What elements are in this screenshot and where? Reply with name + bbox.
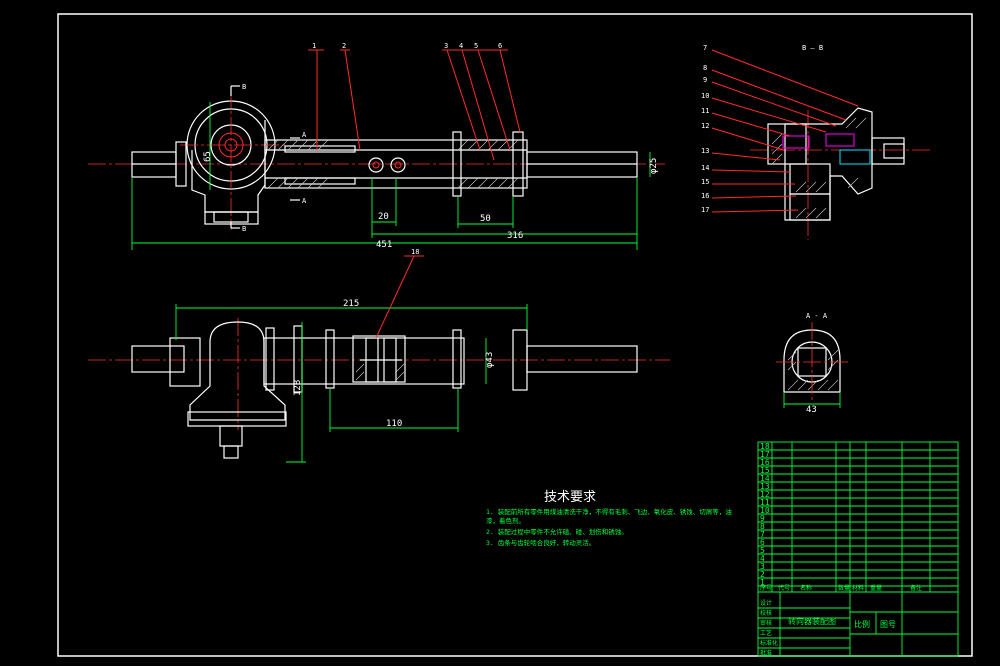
parts-row-number: 1 bbox=[760, 578, 765, 587]
section-aa-label: A - A bbox=[806, 312, 828, 320]
callout-14: 14 bbox=[701, 164, 709, 172]
parts-header-cell: 代号 bbox=[778, 584, 790, 592]
parts-header-cell: 备注 bbox=[910, 584, 922, 592]
signature-row-label: 批准 bbox=[760, 649, 772, 657]
callout-1: 1 bbox=[312, 42, 316, 50]
parts-row-number: 4 bbox=[760, 554, 765, 563]
dim-50: 50 bbox=[480, 214, 491, 224]
parts-row-number: 11 bbox=[760, 498, 770, 507]
signature-row-label: 工艺 bbox=[760, 629, 772, 637]
tech-line-3: 2. 装配过程中零件不允许磕、碰、划伤和锈蚀。 bbox=[486, 527, 628, 536]
parts-row-number: 13 bbox=[760, 482, 770, 491]
parts-header-cell: 数量 bbox=[838, 584, 850, 592]
parts-row-number: 2 bbox=[760, 570, 765, 579]
callout-6: 6 bbox=[498, 42, 502, 50]
dim-43-aa: 43 bbox=[806, 405, 817, 415]
tech-line-2: 漆，着色剂。 bbox=[486, 516, 525, 525]
plan-view: 215 110 128 φ43 18 bbox=[88, 248, 670, 463]
section-mark-a-bottom: A bbox=[302, 197, 307, 205]
tech-line-4: 3. 齿条与齿轮啮合良好，转动灵活。 bbox=[486, 538, 595, 547]
dim-316: 316 bbox=[507, 231, 523, 241]
callout-15: 15 bbox=[701, 178, 709, 186]
dim-20: 20 bbox=[378, 212, 389, 222]
dim-phi25: φ25 bbox=[649, 158, 659, 174]
callout-12: 12 bbox=[701, 122, 709, 130]
parts-row-number: 7 bbox=[760, 530, 765, 539]
dim-451: 451 bbox=[376, 240, 392, 250]
tech-line-1: 1. 装配前所有零件用煤油清洗干净，不得有毛刺、飞边、氧化皮、锈蚀、切屑等，油 bbox=[486, 507, 732, 516]
parts-row-number: 18 bbox=[760, 442, 770, 451]
parts-row-number: 17 bbox=[760, 450, 770, 459]
callout-3: 3 bbox=[444, 42, 448, 50]
main-section-view: B B bbox=[88, 42, 665, 250]
signature-row-label: 审核 bbox=[760, 619, 772, 627]
callout-10: 10 bbox=[701, 92, 709, 100]
drawing-frame bbox=[57, 13, 973, 657]
parts-row-number: 9 bbox=[760, 514, 765, 523]
callout-17: 17 bbox=[701, 206, 709, 214]
callout-4: 4 bbox=[459, 42, 463, 50]
parts-row-number: 5 bbox=[760, 546, 765, 555]
callout-11: 11 bbox=[701, 107, 709, 115]
callout-2: 2 bbox=[342, 42, 346, 50]
parts-header-cell: 材料 bbox=[852, 584, 864, 592]
dim-215: 215 bbox=[343, 299, 359, 309]
sheet-label: 图号 bbox=[880, 620, 896, 629]
callout-18: 18 bbox=[411, 248, 419, 256]
dim-128: 128 bbox=[293, 380, 303, 396]
tech-requirements-title: 技术要求 bbox=[544, 490, 596, 505]
callout-8: 8 bbox=[703, 64, 707, 72]
section-aa-view: A - A 43 bbox=[776, 312, 848, 415]
scale-label: 比例 bbox=[854, 619, 870, 629]
section-bb-label: B — B bbox=[802, 44, 823, 52]
parts-row-number: 14 bbox=[760, 474, 770, 483]
parts-row-number: 12 bbox=[760, 490, 770, 499]
signature-row-label: 标准化 bbox=[760, 639, 778, 647]
callout-9: 9 bbox=[703, 76, 707, 84]
section-mark-a-top: A bbox=[302, 131, 307, 139]
tech-requirements: 技术要求 1. 装配前所有零件用煤油清洗干净，不得有毛刺、飞边、氧化皮、锈蚀、切… bbox=[486, 490, 732, 547]
dim-65: 65 bbox=[203, 151, 213, 162]
parts-row-number: 16 bbox=[760, 458, 770, 467]
section-mark-b-bottom: B bbox=[242, 225, 246, 233]
signature-row-label: 设计 bbox=[760, 599, 772, 607]
callout-5: 5 bbox=[474, 42, 478, 50]
section-mark-b-top: B bbox=[242, 83, 246, 91]
callout-7: 7 bbox=[703, 44, 707, 52]
parts-row-number: 6 bbox=[760, 538, 765, 547]
section-bb-view: B — B 7 8 9 10 bbox=[701, 44, 930, 240]
parts-row-number: 10 bbox=[760, 506, 770, 515]
parts-header-cell: 序号 bbox=[760, 584, 772, 592]
dim-phi43-plan: φ43 bbox=[485, 352, 495, 368]
parts-header-cell: 重量 bbox=[870, 584, 882, 592]
drawing-name: 转向器装配图 bbox=[788, 616, 836, 626]
signature-row-label: 校核 bbox=[760, 609, 772, 617]
dim-110: 110 bbox=[386, 419, 402, 429]
parts-row-number: 15 bbox=[760, 466, 770, 475]
callout-13: 13 bbox=[701, 147, 709, 155]
parts-row-number: 8 bbox=[760, 522, 765, 531]
parts-row-number: 3 bbox=[760, 562, 765, 571]
callout-16: 16 bbox=[701, 192, 709, 200]
parts-header-cell: 名称 bbox=[800, 584, 812, 592]
